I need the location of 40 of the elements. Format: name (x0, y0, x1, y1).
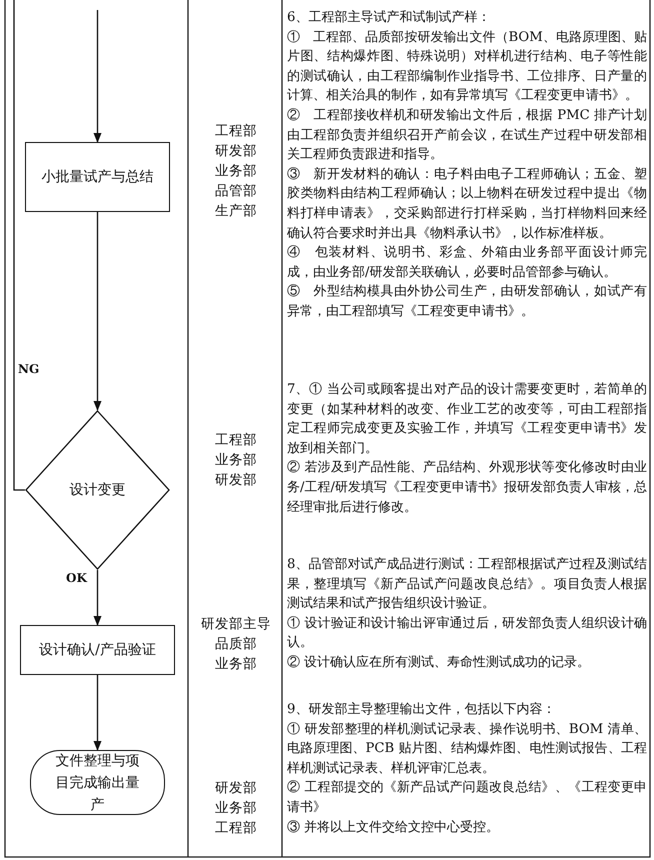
department-name: 工程部 (214, 431, 258, 450)
department-name: 生产部 (214, 202, 258, 221)
description-text: ① 工程部、品质部按研发输出文件（BOM、电路原理图、贴片图、结构爆炸图、特殊说明）对样机进行结构、电子等性能的测试确认，由工程部编制作业指导书、工位排序、日产量的计算、相关治具的制作，如有异常填写《工程变更申请书》。 (287, 28, 647, 106)
department-name: 业务部 (214, 451, 258, 470)
arrow (94, 570, 102, 626)
description-text: ⑤ 外型结构模具由外协公司生产，由研发部确认，如试产有异常，由工程部填写《工程变更申请书》。 (287, 283, 647, 321)
terminal-box: 文件整理与项目完成输出量产 (30, 750, 165, 815)
description-text: 6、工程部主导试产和试制试产样： (287, 9, 492, 27)
edge-label: NG (18, 362, 40, 376)
description-text: 8、品管部对试产成品进行测试：工程部根据试产过程及测试结果，整理填写《新产品试产问题改良总结》。项目负责人根据测试结果和试产报告组织设计验证。 (287, 556, 647, 614)
process-box: 设计确认/产品验证 (20, 625, 175, 675)
department-name: 研发部 (214, 142, 258, 161)
description-text: ③ 新开发材料的确认：电子料由电子工程师确认；五金、塑胶类物料由结构工程师确认；以上物料在研发过程中提出《物料打样申请表》，交采购部进行打样采购，当打样物料回来经确认符合要求时并出具《物料承认书》，以作标准样板。 (287, 166, 647, 243)
connector-line (13, 0, 25, 491)
arrow (94, 675, 102, 751)
department-name: 品管部 (214, 182, 258, 201)
description-text: 7、① 当公司或顾客提出对产品的设计需要变更时，若简单的变更（如某种材料的改变、作业工艺的改变等，可由工程部指定工程师完成变更及实验工作，并填写《工程变更申请书》发放到相关部门。 (287, 381, 647, 458)
department-name: 业务部 (214, 799, 258, 818)
department-name: 研发部主导 (200, 615, 272, 634)
arrow (94, 212, 102, 411)
description-text: ② 工程部接收样机和研发输出文件后，根据 PMC 排产计划由工程部负责并组织召开产前会议，在试生产过程中研发部相关工程师负责跟进和指导。 (287, 106, 647, 164)
description-text: ① 设计验证和设计输出评审通过后，研发部负责人组织设计确认。 (287, 614, 647, 652)
department-name: 工程部 (214, 122, 258, 141)
department-name: 工程部 (214, 819, 258, 838)
decision-diamond: 设计变更 (25, 410, 170, 570)
description-text: ④ 包装材料、说明书、彩盒、外箱由业务部平面设计师完成，由业务部/研发部关联确认，必要时品管部参与确认。 (287, 244, 647, 282)
process-box: 小批量试产与总结 (25, 142, 170, 212)
department-name: 研发部 (214, 471, 258, 490)
edge-label: OK (66, 571, 87, 585)
description-text: ③ 并将以上文件交给文控中心受控。 (287, 818, 500, 837)
description-text: ② 设计确认应在所有测试、寿命性测试成功的记录。 (287, 654, 592, 672)
department-name: 业务部 (214, 655, 258, 674)
description-text: ① 研发部整理的样机测试记录表、操作说明书、BOM 清单、电路原理图、PCB 贴片图、结构爆炸图、电性测试报告、工程样机测试记录表、样机评审汇总表。 (287, 720, 647, 778)
arrow (94, 10, 102, 143)
department-name: 业务部 (214, 162, 258, 181)
department-name: 品质部 (214, 635, 258, 654)
description-text: ② 若涉及到产品性能、产品结构、外观形状等变化修改时由业务/工程/研发填写《工程变更申请书》报研发部负责人审核，总经理审批后进行修改。 (287, 459, 647, 517)
description-text: ② 工程部提交的《新产品试产问题改良总结》、《工程变更申请书》 (287, 779, 647, 817)
description-text: 9、研发部主导整理输出文件，包括以下内容： (287, 701, 556, 719)
department-name: 研发部 (214, 779, 258, 798)
